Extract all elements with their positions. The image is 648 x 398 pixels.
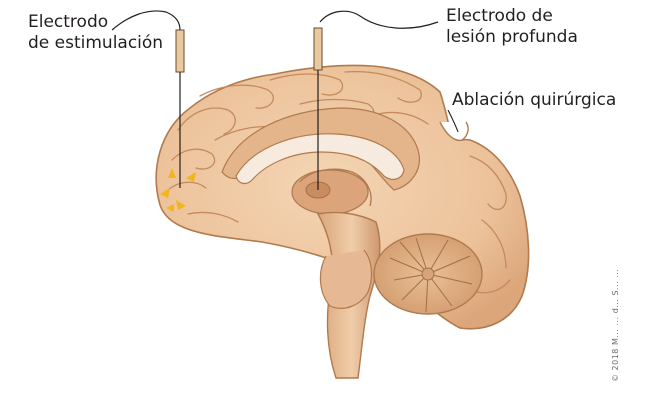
stimulation-electrode-label: Electrodo de estimulación xyxy=(28,12,163,54)
copyright-credit: © 2018 M... ... d... S... ... xyxy=(611,142,629,382)
deep-lesion-electrode-label-line-1: Electrodo de xyxy=(446,6,578,27)
cerebellum xyxy=(374,234,482,314)
stimulation-electrode-label-line-1: Electrodo xyxy=(28,12,163,33)
deep-lesion-electrode-label: Electrodo de lesión profunda xyxy=(446,6,578,48)
stimulation-electrode-label-line-2: de estimulación xyxy=(28,33,163,54)
deep-lesion-electrode-label-line-2: lesión profunda xyxy=(446,27,578,48)
surgical-ablation-label: Ablación quirúrgica xyxy=(452,90,616,111)
